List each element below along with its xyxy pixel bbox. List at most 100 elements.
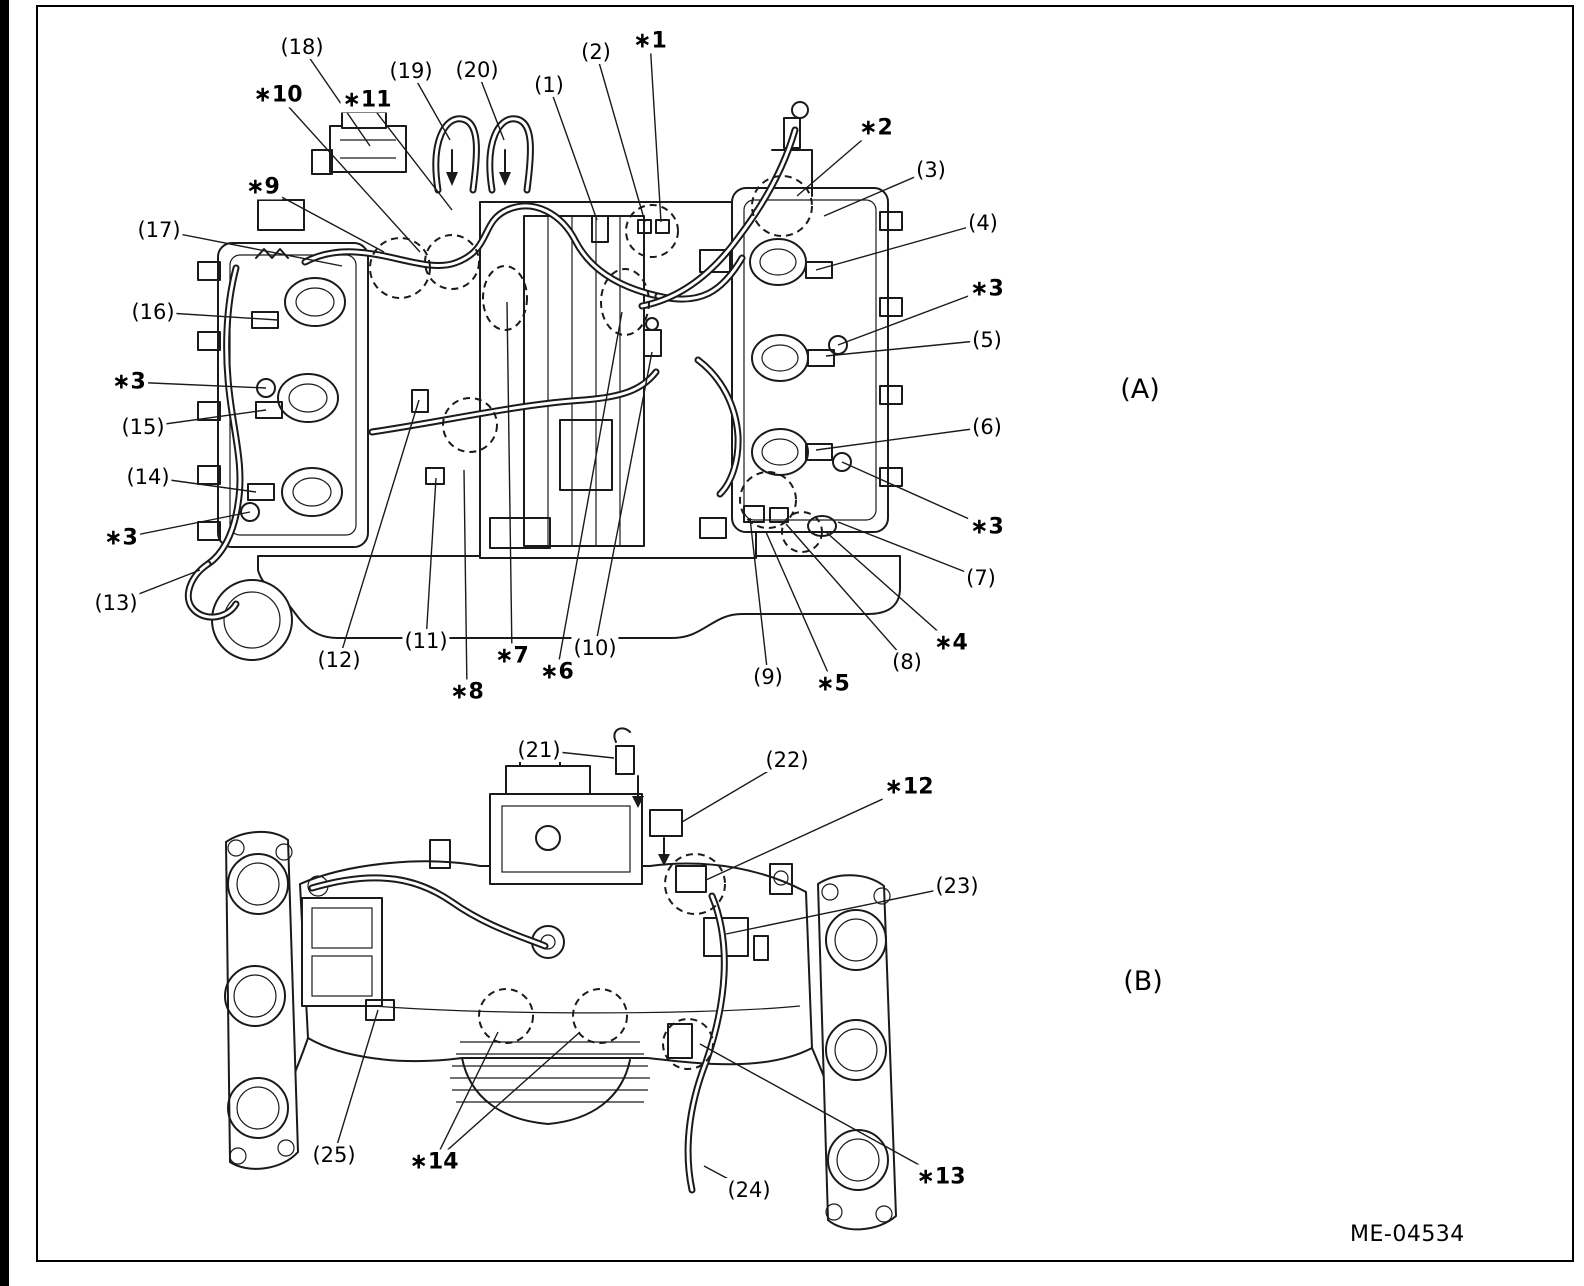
callout-1: (1) [532,72,566,98]
manifold-hoses [308,874,728,1194]
leader-line-callout-5 [825,339,988,357]
grommet [828,335,848,355]
right-connector-4 [805,261,833,279]
insertion-arrow [658,837,670,866]
leader-line-callout-9 [749,517,769,678]
hose-joint [675,865,707,893]
callout-8: (8) [890,649,924,675]
leader-line-callout-ast7 [506,301,513,657]
leader-line-callout-ast10 [277,94,421,253]
leader-line-callout-ast3-right-lower [841,461,988,528]
right-connector-6 [805,443,833,461]
callout-ast1: ∗1 [631,28,669,54]
callout-9: (9) [751,664,785,690]
callout-ast3-right-lower: ∗3 [968,514,1006,540]
callout-11: (11) [402,628,450,654]
leader-line-callout-11 [425,477,437,642]
callout-20: (20) [453,57,501,83]
callout-2: (2) [579,39,613,65]
leader-line-callout-ast3-left-upper [128,381,267,389]
leader-line-callout-ast3-right-upper [837,288,988,346]
callout-25: (25) [310,1142,358,1168]
scan-edge-stripe [0,0,9,1286]
callout-ast3-left-lower: ∗3 [102,525,140,551]
figure-ref-code: ME-04534 [1350,1222,1465,1247]
callout-ast7: ∗7 [493,643,531,669]
leader-line-callout-ast5 [765,531,834,685]
callout-16: (16) [129,299,177,325]
callout-ast14: ∗14 [407,1149,461,1175]
callout-14: (14) [124,464,172,490]
leader-line-callout-1 [548,84,598,221]
leader-line-callout-12 [338,399,420,661]
manifold-body [299,860,813,1066]
leader-line-callout-25 [333,1009,379,1156]
leader-line-callout-7 [837,521,982,579]
callout-5: (5) [970,327,1004,353]
leader-line-callout-ast14 [433,1031,581,1163]
callout-ast2: ∗2 [857,115,895,141]
leader-line-callout-ast4 [825,531,952,644]
callout-ast3-left-upper: ∗3 [110,369,148,395]
highlight-circles [369,175,823,553]
insertion-arrow [632,775,644,808]
callout-ast13: ∗13 [914,1164,968,1190]
callout-ast4: ∗4 [932,630,970,656]
left-manifold-flange [224,830,299,1170]
grommet [240,502,260,522]
callout-24: (24) [725,1177,773,1203]
view-a-drawing [184,101,903,661]
callout-ast5: ∗5 [814,671,852,697]
leader-line-callout-ast11 [366,99,453,211]
callout-6: (6) [970,414,1004,440]
callout-ast3-right-upper: ∗3 [968,276,1006,302]
leader-line-callout-ast6 [556,311,623,673]
leader-line-callout-ast3-left-lower [120,511,251,539]
leader-line-callout-18 [301,46,371,147]
leader-line-callout-3 [823,169,932,217]
leader-line-callout-ast8 [463,469,468,693]
callout-ast6: ∗6 [538,659,576,685]
leader-line-callout-2 [595,51,646,223]
vacuum-hoses [184,115,799,621]
leader-line-callout-ast1 [649,40,662,223]
left-connector-15 [255,401,283,419]
leader-line-callout-ast9 [262,186,385,253]
insertion-arrow [499,149,511,186]
leader-line-callout-8 [785,523,908,663]
callout-ast9: ∗9 [244,174,282,200]
insertion-arrow [446,149,458,186]
view-a-label: (A) [1120,373,1160,405]
callout-ast11: ∗11 [340,87,394,113]
leader-line-callout-ast14 [433,1031,499,1163]
leader-line-callout-ast13 [699,1043,942,1178]
callout-22: (22) [763,747,811,773]
callout-23: (23) [933,873,981,899]
tgv-actuator [301,897,395,1021]
callout-7: (7) [964,565,998,591]
leader-line-callout-6 [815,426,988,451]
valve-22 [649,809,683,837]
right-connector-5 [807,349,835,367]
leader-line-callout-23 [725,885,958,935]
callout-3: (3) [914,157,948,183]
highlight-circles [478,853,726,1070]
callout-4: (4) [966,210,1000,236]
callout-21: (21) [515,737,563,763]
view-b-label: (B) [1123,965,1163,997]
clip-12 [411,389,429,413]
callout-ast8: ∗8 [448,679,486,705]
callout-19: (19) [387,58,435,84]
callout-18: (18) [278,34,326,60]
callout-10: (10) [571,635,619,661]
callout-15: (15) [119,414,167,440]
check-valve-21 [613,727,635,775]
callout-12: (12) [315,647,363,673]
callout-ast10: ∗10 [251,82,305,108]
connector-24 [667,1023,693,1059]
leader-line-callout-10 [594,351,653,649]
spring-clip [255,248,289,259]
